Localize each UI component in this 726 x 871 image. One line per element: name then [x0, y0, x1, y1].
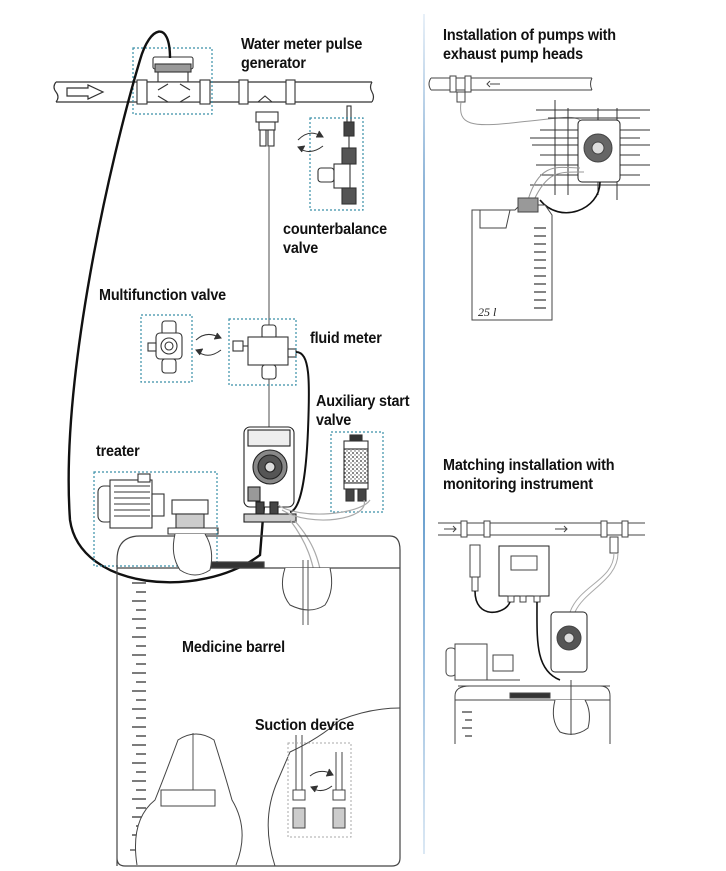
flow-arrow-icon [66, 84, 105, 100]
exhaust-title-line1: Installation of pumps with [443, 27, 616, 44]
main-pipe [53, 81, 375, 103]
signal-cable [67, 30, 266, 584]
suction-rotate-arrows-icon [309, 768, 334, 793]
panel-divider [423, 14, 425, 854]
label-treater: treater [96, 443, 140, 460]
fluid-meter-cable [289, 351, 310, 513]
label-suction-device: Suction device [255, 717, 355, 734]
label-water-meter: Water meter pulse generator [241, 35, 362, 73]
exhaust-panel-diagram [428, 75, 650, 321]
label-multifunction-valve: Multifunction valve [99, 287, 226, 304]
label-water-meter-line2: generator [241, 55, 306, 72]
auxiliary-box [330, 431, 384, 513]
label-auxiliary-line2: valve [316, 412, 352, 429]
swap-arrows-icon [195, 332, 222, 356]
counterbalance-valve [317, 105, 357, 205]
treater-shaft-cutaway [172, 533, 213, 576]
monitoring-title-line2: monitoring instrument [443, 476, 593, 493]
treater-motor [97, 473, 219, 535]
multifunction-box [140, 314, 193, 383]
monitoring-panel-diagram [438, 520, 645, 744]
inlet-cutaway [281, 567, 333, 611]
label-counterbalance-valve: counterbalance valve [283, 220, 387, 258]
suction-box [287, 742, 352, 838]
fluid-meter [232, 324, 297, 380]
label-medicine-barrel: Medicine barrel [182, 639, 285, 656]
label-auxiliary-line1: Auxiliary start [316, 393, 410, 410]
canister-volume-label: 25 l [478, 305, 497, 319]
dosing-pump [243, 426, 297, 523]
treater-box [93, 471, 218, 567]
label-counterbalance-line2: valve [283, 240, 319, 257]
monitoring-panel-title: Matching installation with monitoring in… [443, 456, 615, 494]
label-fluid-meter: fluid meter [310, 330, 382, 347]
monitoring-title-line1: Matching installation with [443, 457, 615, 474]
mixer-blade [160, 789, 216, 807]
suction-device [292, 735, 346, 829]
label-water-meter-line1: Water meter pulse [241, 36, 363, 53]
exhaust-title-line2: exhaust pump heads [443, 46, 584, 63]
barrel-scale [132, 582, 146, 836]
label-counterbalance-line1: counterbalance [283, 221, 387, 238]
counterbalance-box [309, 117, 364, 211]
auxiliary-start-valve [343, 434, 369, 502]
multifunction-valve [147, 320, 183, 374]
label-auxiliary-start-valve: Auxiliary start valve [316, 392, 410, 430]
water-meter [136, 56, 211, 105]
rotate-arrows-icon [297, 130, 324, 153]
exhaust-panel-title: Installation of pumps with exhaust pump … [443, 26, 616, 64]
